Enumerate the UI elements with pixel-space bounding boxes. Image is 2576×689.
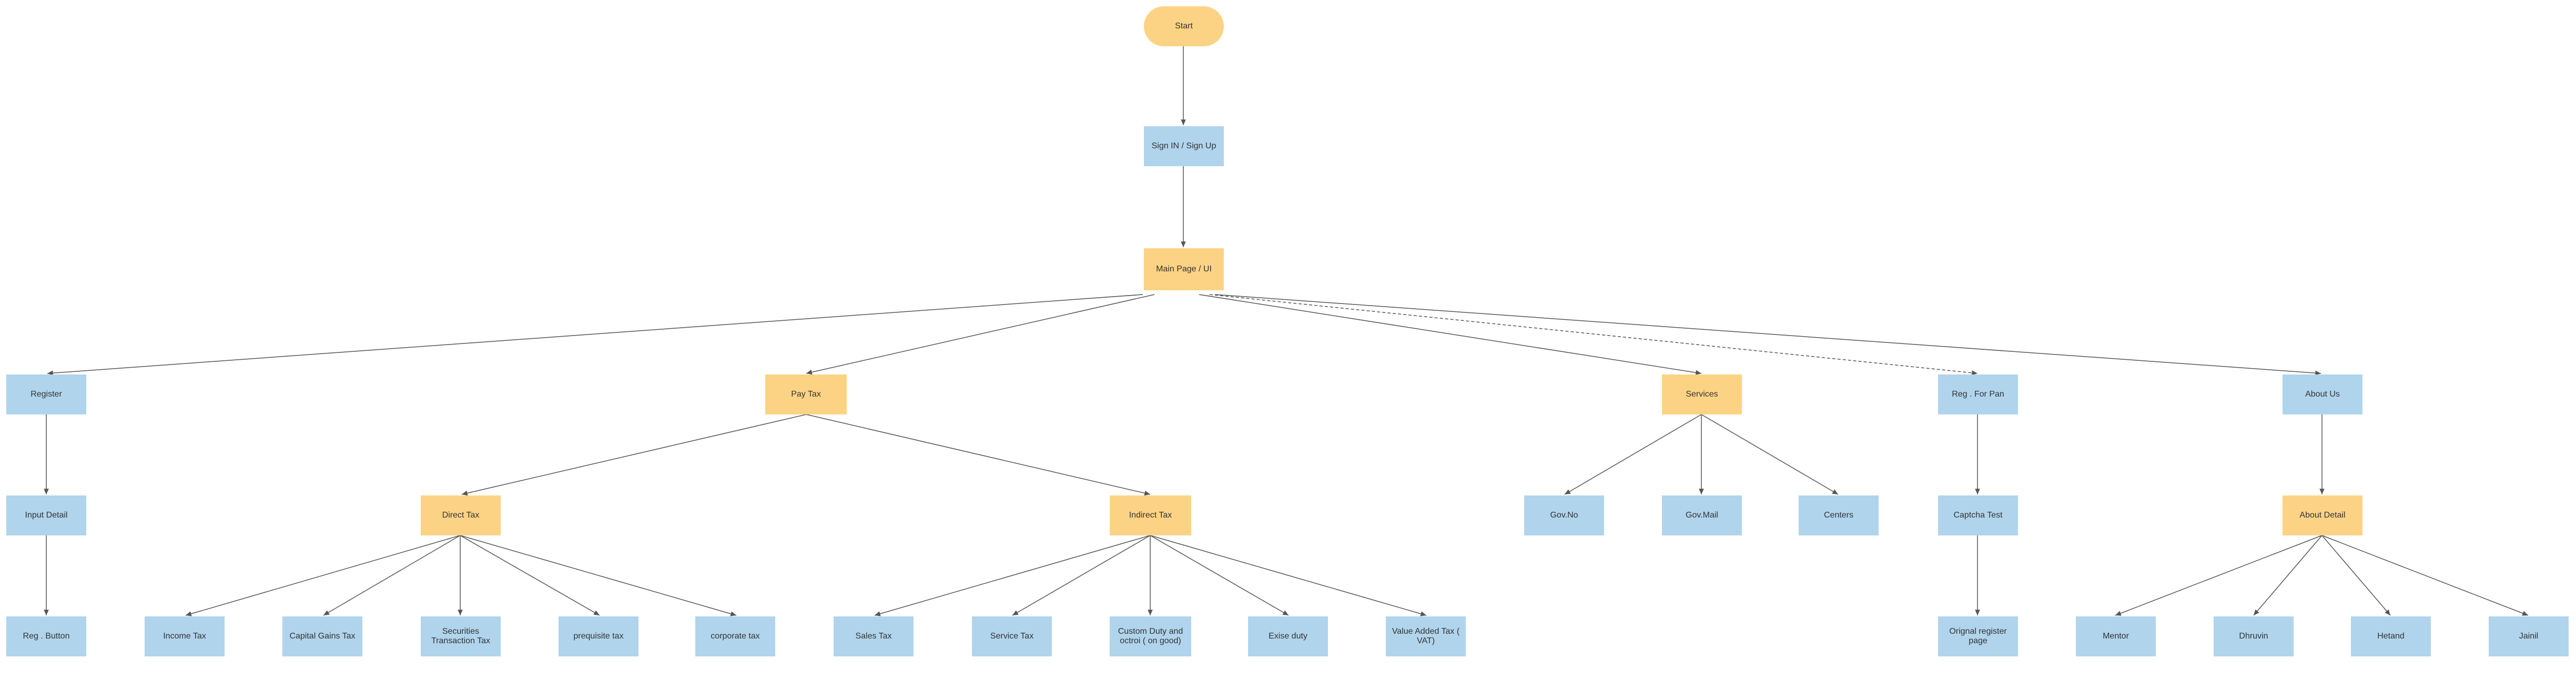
centers-label: Centers [1823, 511, 1854, 520]
services-label: Services [1686, 390, 1718, 399]
edge-indirect-service [1012, 535, 1151, 616]
original-register-label: Orignal register page [1949, 627, 2007, 645]
edge-direct-income [185, 535, 461, 616]
excise-duty-label: Exise duty [1269, 632, 1307, 641]
edge-aboutdetail-mentor [2115, 535, 2323, 616]
income-tax-node[interactable]: Income Tax [145, 616, 225, 656]
edge-services-centers [1701, 414, 1839, 495]
edge-indirect-sales [874, 535, 1151, 616]
edge-main-regpan [1209, 294, 1978, 376]
service-tax-label: Service Tax [990, 632, 1034, 641]
corporate-tax-label: corporate tax [711, 632, 760, 641]
dhruvin-node[interactable]: Dhruvin [2214, 616, 2294, 656]
reg-for-pan-label: Reg . For Pan [1952, 390, 2004, 399]
about-us-label: About Us [2305, 390, 2340, 399]
edge-direct-capital [323, 535, 461, 616]
input-detail-node[interactable]: Input Detail [6, 495, 86, 535]
indirect-tax-node[interactable]: Indirect Tax [1110, 495, 1191, 535]
mentor-label: Mentor [2103, 632, 2129, 641]
hetand-label: Hetand [2377, 632, 2405, 641]
edge-indirect-vat [1150, 535, 1427, 616]
edge-direct-corporate [460, 535, 737, 616]
edge-main-paytax [806, 294, 1155, 375]
register-node[interactable]: Register [6, 374, 86, 414]
sales-tax-node[interactable]: Sales Tax [834, 616, 914, 656]
input-detail-label: Input Detail [25, 511, 68, 520]
start-node[interactable]: Start [1144, 6, 1224, 46]
vat-label: Value Added Tax ( VAT) [1392, 627, 1460, 645]
reg-for-pan-node[interactable]: Reg . For Pan [1938, 374, 2018, 414]
prequisite-tax-label: prequisite tax [573, 632, 624, 641]
securities-tax-label: Securities Transaction Tax [431, 627, 491, 645]
register-label: Register [31, 390, 62, 399]
custom-duty-label: Custom Duty and octroi ( on good) [1118, 627, 1183, 645]
edge-direct-prequisite [460, 535, 600, 616]
sales-tax-label: Sales Tax [855, 632, 892, 641]
securities-tax-node[interactable]: Securities Transaction Tax [421, 616, 501, 656]
jainil-label: Jainil [2519, 632, 2539, 641]
edge-paytax-direct [461, 414, 807, 496]
indirect-tax-label: Indirect Tax [1129, 511, 1172, 520]
main-page-label: Main Page / UI [1156, 265, 1212, 273]
excise-duty-node[interactable]: Exise duty [1248, 616, 1328, 656]
about-detail-node[interactable]: About Detail [2283, 495, 2362, 535]
edge-services-govno [1564, 414, 1702, 495]
capital-gains-tax-node[interactable]: Capital Gains Tax [282, 616, 362, 656]
pay-tax-label: Pay Tax [791, 390, 821, 399]
edge-indirect-excise [1150, 535, 1289, 616]
gov-no-node[interactable]: Gov.No [1524, 495, 1604, 535]
original-register-node[interactable]: Orignal register page [1938, 616, 2018, 656]
signin-label: Sign IN / Sign Up [1151, 141, 1216, 150]
edge-aboutdetail-jainil [2321, 535, 2529, 616]
jainil-node[interactable]: Jainil [2489, 616, 2569, 656]
direct-tax-node[interactable]: Direct Tax [421, 495, 501, 535]
edge-main-services [1199, 294, 1702, 376]
gov-mail-label: Gov.Mail [1686, 511, 1718, 520]
pay-tax-node[interactable]: Pay Tax [765, 374, 847, 414]
income-tax-label: Income Tax [163, 632, 206, 641]
about-detail-label: About Detail [2299, 511, 2346, 520]
edge-aboutdetail-dhruvin [2253, 535, 2323, 616]
main-page-node[interactable]: Main Page / UI [1144, 248, 1224, 290]
dhruvin-label: Dhruvin [2239, 632, 2268, 641]
direct-tax-label: Direct Tax [442, 511, 480, 520]
edge-aboutdetail-hetand [2321, 535, 2391, 616]
prequisite-tax-node[interactable]: prequisite tax [559, 616, 638, 656]
reg-button-node[interactable]: Reg . Button [6, 616, 86, 656]
capital-gains-tax-label: Capital Gains Tax [289, 632, 356, 641]
gov-no-label: Gov.No [1550, 511, 1578, 520]
edge-main-aboutus [1214, 294, 2321, 376]
service-tax-node[interactable]: Service Tax [972, 616, 1052, 656]
captcha-test-node[interactable]: Captcha Test [1938, 495, 2018, 535]
vat-node[interactable]: Value Added Tax ( VAT) [1386, 616, 1466, 656]
captcha-test-label: Captcha Test [1953, 511, 2003, 520]
centers-node[interactable]: Centers [1799, 495, 1879, 535]
signin-node[interactable]: Sign IN / Sign Up [1144, 126, 1224, 166]
corporate-tax-node[interactable]: corporate tax [695, 616, 775, 656]
edge-paytax-indirect [806, 414, 1151, 496]
start-label: Start [1175, 22, 1193, 31]
reg-button-label: Reg . Button [23, 632, 70, 641]
about-us-node[interactable]: About Us [2283, 374, 2362, 414]
services-node[interactable]: Services [1662, 374, 1742, 414]
custom-duty-node[interactable]: Custom Duty and octroi ( on good) [1110, 616, 1191, 656]
hetand-node[interactable]: Hetand [2351, 616, 2431, 656]
gov-mail-node[interactable]: Gov.Mail [1662, 495, 1742, 535]
edge-main-register [47, 294, 1143, 376]
mentor-node[interactable]: Mentor [2076, 616, 2156, 656]
